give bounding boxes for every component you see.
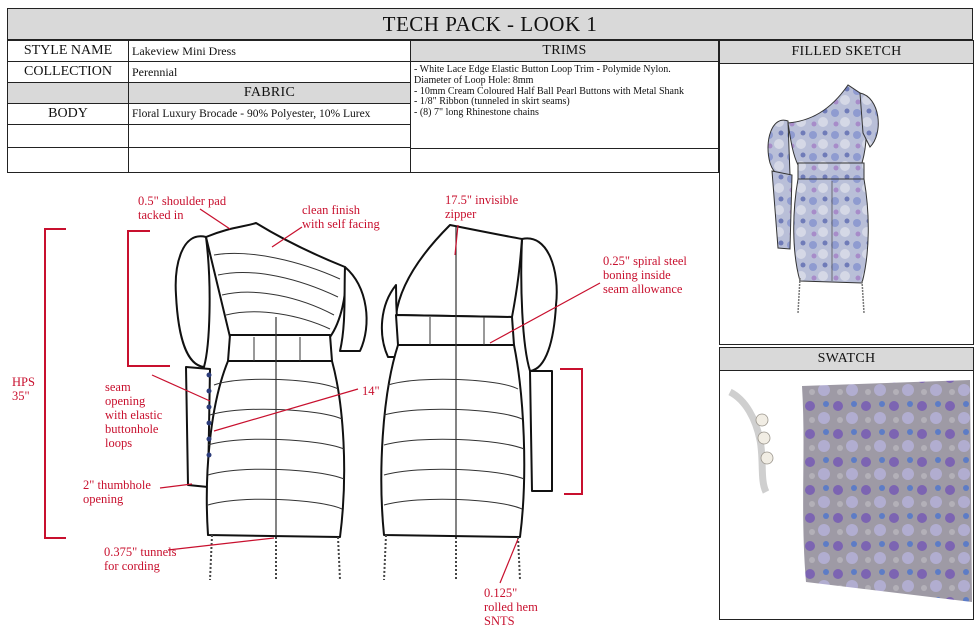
spec-table: STYLE NAME Lakeview Mini Dress COLLECTIO… — [7, 40, 411, 173]
hps-bracket — [44, 228, 66, 539]
annotation-rolled-hem: 0.125"rolled hem SNTS — [484, 586, 538, 628]
front-long-sleeve — [185, 366, 211, 488]
front-puff-sleeve — [174, 235, 211, 368]
rhinestone-chain — [383, 534, 387, 581]
filled-sketch-panel: FILLED SKETCH — [719, 40, 974, 345]
body-label: BODY — [7, 103, 129, 125]
back-bodice — [395, 224, 523, 318]
pearl-button — [755, 413, 769, 427]
sleeve-button — [206, 436, 212, 442]
spec-empty-row — [128, 147, 411, 173]
swatch-panel: SWATCH — [719, 347, 974, 620]
collection-value: Perennial — [128, 61, 411, 83]
back-waistband — [395, 314, 515, 346]
sleeve-button — [206, 388, 212, 394]
pearl-button — [760, 451, 774, 465]
annotation-fourteen: 14" — [362, 384, 380, 398]
shoulder-bracket — [127, 230, 170, 367]
trims-line: Diameter of Loop Hole: 8mm — [414, 74, 534, 86]
technical-flats — [44, 208, 601, 584]
trims-line: - 1/8" Ribbon (tunneled in skirt seams) — [414, 96, 570, 108]
back-puff-sleeve — [520, 237, 558, 372]
rhinestone-chain — [517, 536, 521, 581]
back-long-sleeve — [529, 370, 553, 492]
swatch-images — [728, 380, 972, 602]
filled-sketch-illustration — [767, 84, 879, 314]
swatch-header: SWATCH — [720, 348, 973, 371]
fabric-header-blank — [7, 82, 129, 104]
sleeve-button — [206, 452, 212, 458]
sleeve-button — [206, 420, 212, 426]
collection-label: COLLECTION — [7, 61, 129, 83]
spec-empty-row — [128, 124, 411, 148]
style-name-value: Lakeview Mini Dress — [128, 40, 411, 62]
cuff-bracket — [560, 368, 583, 495]
sleeve-button — [206, 372, 212, 378]
trims-table: TRIMS - White Lace Edge Elastic Button L… — [410, 40, 719, 173]
trims-empty-row — [410, 148, 719, 173]
back-skirt — [380, 344, 526, 538]
brocade-swatch-image — [802, 380, 972, 602]
trims-header: TRIMS — [410, 40, 719, 62]
style-name-label: STYLE NAME — [7, 40, 129, 62]
trims-list: - White Lace Edge Elastic Button Loop Tr… — [411, 62, 718, 148]
trims-line: - White Lace Edge Elastic Button Loop Tr… — [414, 64, 671, 75]
spec-empty-row — [7, 147, 129, 173]
front-right-puff — [339, 266, 368, 352]
body-value: Floral Luxury Brocade - 90% Polyester, 1… — [128, 103, 411, 125]
pearl-button — [757, 431, 771, 445]
sleeve-button — [206, 404, 212, 410]
trims-line: - (8) 7" long Rhinestone chains — [414, 107, 539, 119]
page-title: TECH PACK - LOOK 1 — [7, 8, 973, 40]
spec-empty-row — [7, 124, 129, 148]
trims-line: - 10mm Cream Coloured Half Ball Pearl Bu… — [414, 85, 684, 97]
fabric-header: FABRIC — [128, 82, 411, 104]
filled-sketch-header: FILLED SKETCH — [720, 41, 973, 64]
rhinestone-chain — [337, 536, 341, 581]
front-waistband — [227, 334, 333, 362]
rhinestone-chain — [209, 534, 213, 581]
